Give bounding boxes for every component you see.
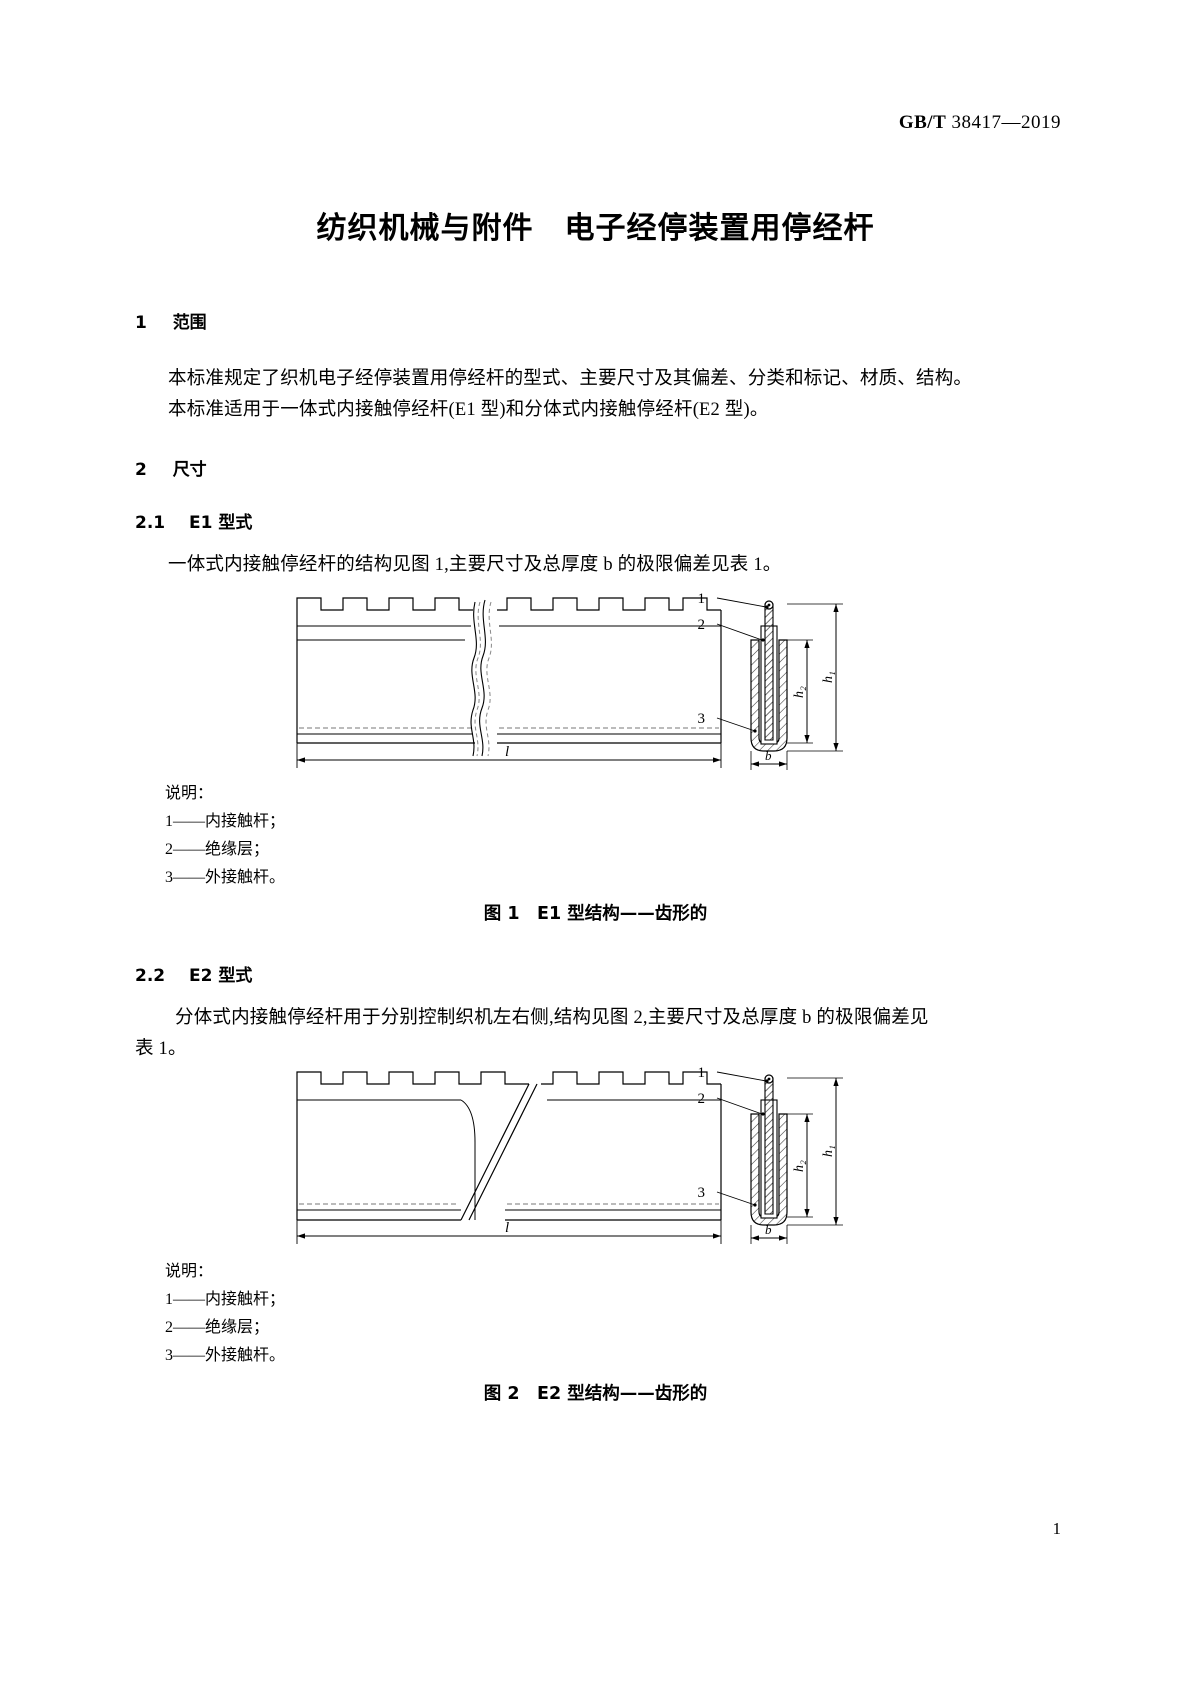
- figure-2-legend-item-1: 1——内接触杆；: [165, 1291, 286, 1308]
- figure-2-caption: 图 2 E2 型结构——齿形的: [483, 1384, 708, 1404]
- figure-1-legend-item-1: 1——内接触杆；: [165, 813, 286, 830]
- section-heading-dimensions: 2 尺寸: [135, 455, 207, 480]
- section-number-2-1: 2.1: [135, 513, 166, 533]
- figure2-callout-1: 1: [698, 1065, 706, 1081]
- section-title-e1: E1 型式: [188, 513, 253, 533]
- figure1-label-h1: h₁: [821, 671, 836, 683]
- e2-paragraph-line2: 表 1。: [135, 1039, 187, 1059]
- figure-1-legend-item-3: 3——外接触杆。: [165, 869, 286, 886]
- figure1-label-h2: h₂: [792, 686, 807, 698]
- figure-2-legend-item-3: 3——外接触杆。: [165, 1347, 286, 1364]
- section-heading-scope: 1 范围: [135, 308, 207, 333]
- figure-1-caption: 图 1 E1 型结构——齿形的: [483, 904, 708, 924]
- figure1-callout-2: 2: [698, 617, 706, 633]
- figure-1-legend-title: 说明：: [165, 785, 214, 802]
- figure-2-legend-item-2: 2——绝缘层；: [165, 1319, 270, 1336]
- section-title-e2: E2 型式: [188, 966, 253, 986]
- scope-paragraph-1: 本标准规定了织机电子经停装置用停经杆的型式、主要尺寸及其偏差、分类和标记、材质、…: [168, 369, 973, 389]
- figure2-callout-3: 3: [698, 1185, 706, 1201]
- figure2-label-h2: h₂: [792, 1160, 807, 1172]
- figure-1-legend-item-2: 2——绝缘层；: [165, 841, 270, 858]
- standard-header: GB/T 38417—2019: [899, 112, 1061, 134]
- page-number: 1: [1052, 1519, 1062, 1538]
- section-number-2: 2: [135, 460, 147, 480]
- page-title: 纺织机械与附件 电子经停装置用停经杆: [316, 211, 875, 246]
- figure1-label-l: l: [505, 744, 509, 760]
- e2-paragraph-line1: 分体式内接触停经杆用于分别控制织机左右侧,结构见图 2,主要尺寸及总厚度 b 的…: [175, 1008, 929, 1028]
- figure2-label-h1: h₁: [821, 1145, 836, 1157]
- figure-1-drawing: l h₂ h₁ b 1 2 3: [285, 588, 855, 778]
- e1-paragraph: 一体式内接触停经杆的结构见图 1,主要尺寸及总厚度 b 的极限偏差见表 1。: [168, 555, 782, 575]
- figure-2-legend-title: 说明：: [165, 1263, 214, 1280]
- figure-2-drawing: l h₂ h₁ b 1 2 3: [285, 1062, 855, 1252]
- figure1-label-b: b: [765, 748, 772, 763]
- section-title-scope: 范围: [172, 313, 207, 333]
- figure1-callout-1: 1: [698, 591, 706, 607]
- section-number-2-2: 2.2: [135, 966, 166, 986]
- scope-paragraph-2: 本标准适用于一体式内接触停经杆(E1 型)和分体式内接触停经杆(E2 型)。: [168, 400, 769, 420]
- standard-prefix: GB/T: [898, 112, 947, 133]
- section-heading-e2: 2.2 E2 型式: [135, 961, 252, 986]
- figure1-callout-3: 3: [698, 711, 706, 727]
- figure2-callout-2: 2: [698, 1091, 706, 1107]
- section-title-dimensions: 尺寸: [172, 460, 207, 480]
- figure-2-legend: 说明： 1——内接触杆； 2——绝缘层； 3——外接触杆。: [165, 1258, 285, 1370]
- figure-1-legend: 说明： 1——内接触杆； 2——绝缘层； 3——外接触杆。: [165, 780, 285, 892]
- standard-number: 38417—2019: [951, 112, 1061, 133]
- section-heading-e1: 2.1 E1 型式: [135, 508, 252, 533]
- figure2-label-b: b: [765, 1222, 772, 1237]
- figure2-label-l: l: [505, 1220, 509, 1236]
- section-number-1: 1: [135, 313, 147, 333]
